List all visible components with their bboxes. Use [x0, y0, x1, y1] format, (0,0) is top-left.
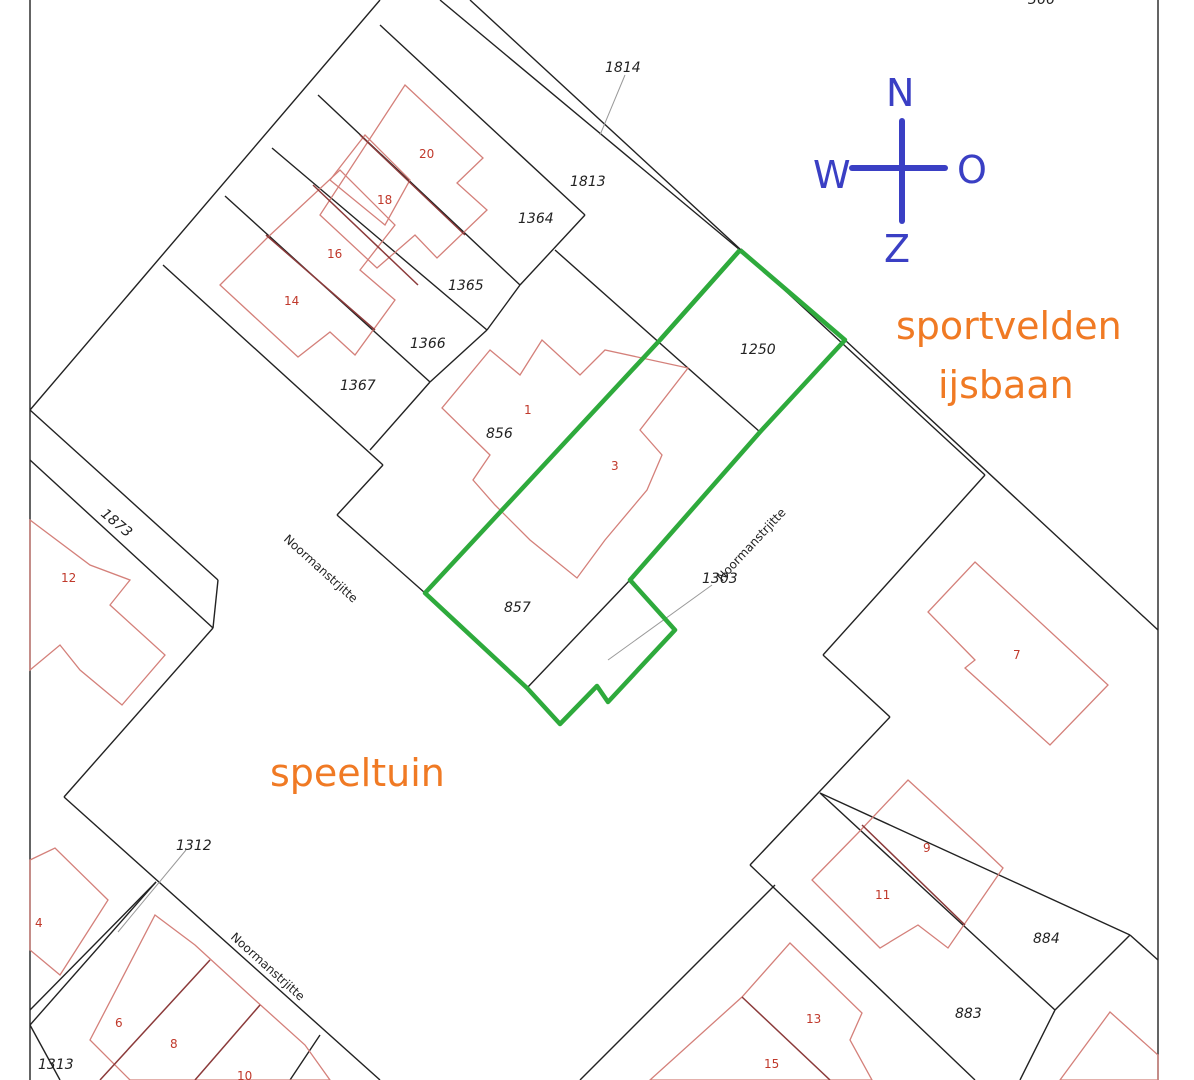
parcel-label-1367: 1367: [340, 378, 376, 394]
street-label-noormanstrjitte-3: Noormanstrjitte: [228, 930, 308, 1004]
house-number-8: 8: [170, 1037, 178, 1051]
compass-south-label: Z: [884, 227, 910, 271]
house-number-10: 10: [237, 1069, 252, 1080]
house-number-15: 15: [764, 1057, 779, 1071]
parcel-label-1366: 1366: [410, 336, 446, 352]
parcel-label-884: 884: [1033, 931, 1060, 947]
parcel-label-top: 366: [1028, 0, 1055, 8]
parcel-label-1303: 1303: [702, 571, 738, 587]
parcel-label-856: 856: [486, 426, 513, 442]
house-number-20: 20: [419, 147, 434, 161]
house-number-13: 13: [806, 1012, 821, 1026]
compass-rose: N W O Z: [813, 71, 987, 271]
house-number-6: 6: [115, 1016, 123, 1030]
house-number-7: 7: [1013, 648, 1021, 662]
parcel-label-1873: 1873: [97, 506, 135, 541]
parcel-label-1312: 1312: [176, 838, 212, 854]
parcel-boundaries: [29, 0, 1159, 1080]
house-number-3: 3: [611, 459, 619, 473]
house-number-11: 11: [875, 888, 890, 902]
highlighted-plot-outline: [422, 248, 848, 727]
street-label-noormanstrjitte-2: Noormanstrjitte: [714, 505, 789, 584]
building-outlines: [29, 83, 1159, 1080]
house-number-12: 12: [61, 571, 76, 585]
house-number-14: 14: [284, 294, 299, 308]
highlighted-plot-divider: [658, 248, 742, 342]
area-labels: sportvelden ijsbaan speeltuin: [270, 304, 1122, 795]
compass-north-label: N: [886, 71, 914, 115]
house-number-18: 18: [377, 193, 392, 207]
parcel-label-1365: 1365: [448, 278, 484, 294]
street-label-noormanstrjitte-1: Noormanstrjitte: [281, 532, 361, 606]
parcel-number-labels: 1814 1813 1364 1365 1366 1367 1250 856 8…: [38, 0, 1060, 1073]
compass-east-label: O: [957, 148, 987, 192]
house-number-9: 9: [923, 841, 931, 855]
parcel-label-1250: 1250: [740, 342, 776, 358]
area-label-ijsbaan: ijsbaan: [938, 363, 1074, 407]
leader-lines: [117, 74, 713, 933]
parcel-label-1313: 1313: [38, 1057, 74, 1073]
house-number-4: 4: [35, 916, 43, 930]
parcel-label-1814: 1814: [605, 60, 641, 76]
parcel-label-1364: 1364: [518, 211, 554, 227]
parcel-label-883: 883: [955, 1006, 982, 1022]
house-number-1: 1: [524, 403, 532, 417]
compass-west-label: W: [813, 153, 851, 197]
area-label-sportvelden: sportvelden: [896, 304, 1122, 348]
house-number-16: 16: [327, 247, 342, 261]
parcel-label-1813: 1813: [570, 174, 606, 190]
area-label-speeltuin: speeltuin: [270, 751, 445, 795]
parcel-label-857: 857: [504, 600, 531, 616]
house-number-labels: 20 18 16 14 1 3 12 7 9 11 4 6 8 10 13 15: [35, 147, 1021, 1080]
